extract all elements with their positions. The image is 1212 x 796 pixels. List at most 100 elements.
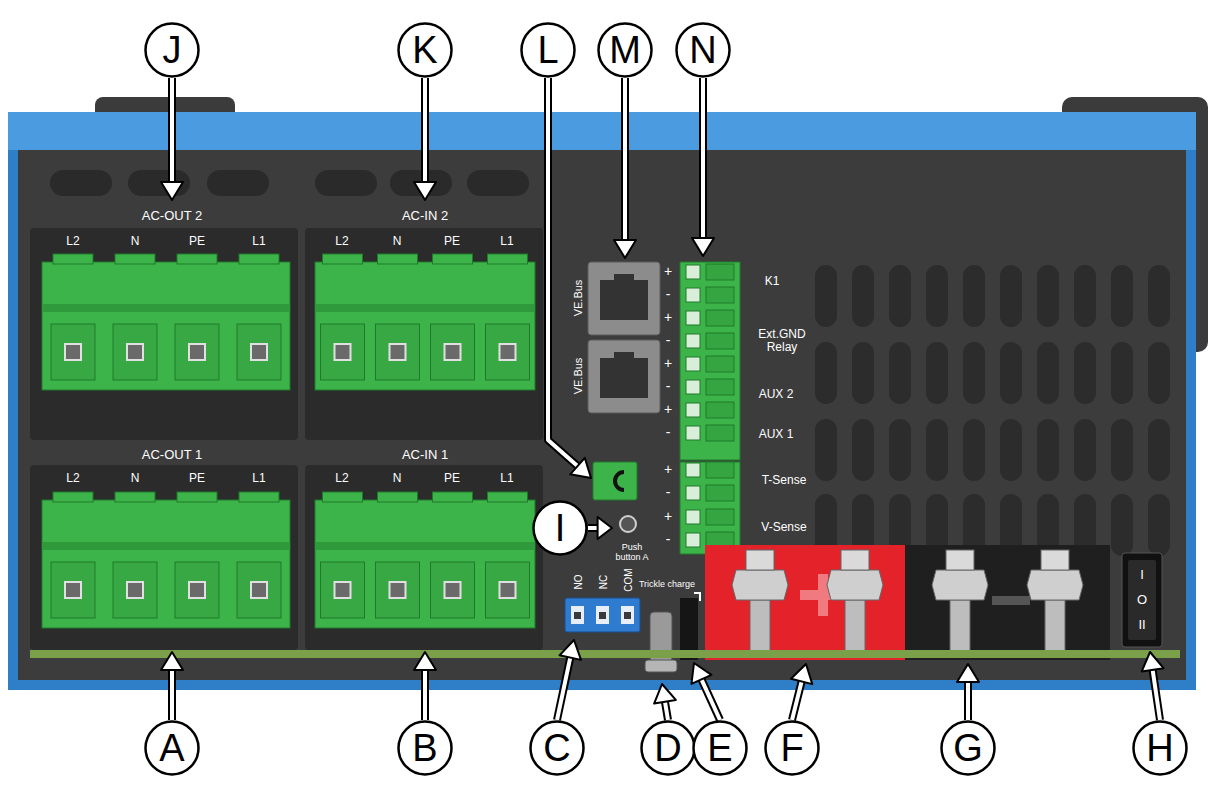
- strip-terminals: [686, 264, 734, 548]
- vent-slots: [50, 170, 529, 196]
- panel-label: +: [664, 402, 672, 417]
- panel-label: L2: [66, 472, 79, 485]
- dark-face: [18, 150, 1186, 680]
- signal-terminal-strip: [680, 462, 740, 554]
- panel-label: AUX 2: [759, 388, 794, 401]
- signal-terminal-strip: [680, 262, 740, 460]
- positive-plate: [705, 545, 905, 660]
- panel-label: I: [1140, 568, 1144, 582]
- callout-letter: H: [1132, 720, 1188, 776]
- terminal-housing: [305, 465, 543, 650]
- panel-label: +: [664, 310, 672, 325]
- battery-bolts: [732, 550, 1083, 655]
- panel-label: +: [664, 356, 672, 371]
- panel-label: PE: [189, 472, 205, 485]
- callout-letter: M: [597, 22, 653, 78]
- panel-label: L1: [500, 472, 513, 485]
- negative-plate: [905, 545, 1110, 660]
- callout-text: J: [144, 22, 200, 78]
- panel-label: N: [393, 235, 402, 248]
- panel-label: VE.Bus: [572, 280, 584, 317]
- panel-label: -: [666, 287, 671, 302]
- callout-text: B: [397, 720, 453, 776]
- housing-top-strip: [8, 112, 1196, 150]
- remote-jumper: [593, 462, 637, 500]
- panel-label: L1: [500, 235, 513, 248]
- panel-label: -: [666, 485, 671, 500]
- panel-label: N: [393, 472, 402, 485]
- callout-letter: D: [640, 720, 696, 776]
- panel-label: II: [1138, 618, 1145, 632]
- panel-label: AC-OUT 1: [142, 448, 202, 462]
- panel-label: L1: [252, 235, 265, 248]
- leader-arrows: [161, 78, 1164, 720]
- callout-letter: B: [397, 720, 453, 776]
- panel-label: +: [664, 264, 672, 279]
- panel-label: -: [666, 333, 671, 348]
- panel-label: +: [664, 509, 672, 524]
- callout-text: K: [397, 22, 453, 78]
- ac-terminal-blocks: [42, 254, 535, 628]
- callout-text: N: [675, 22, 731, 78]
- callout-letter: J: [144, 22, 200, 78]
- callout-letter: E: [692, 720, 748, 776]
- panel-label: AUX 1: [759, 428, 794, 441]
- panel-label: PE: [444, 235, 460, 248]
- relay-terminal: [565, 598, 640, 632]
- callout-letter: A: [144, 720, 200, 776]
- panel-label: NC: [598, 575, 609, 589]
- panel-label: -: [666, 379, 671, 394]
- panel-label: K1: [765, 275, 780, 288]
- panel-label: AC-IN 2: [402, 209, 448, 223]
- terminal-housing: [30, 228, 298, 440]
- panel-label: AC-OUT 2: [142, 209, 202, 223]
- callout-text: C: [529, 720, 585, 776]
- panel-label: L2: [335, 472, 348, 485]
- callout-text: F: [764, 720, 820, 776]
- panel-label: VE.Bus: [572, 358, 584, 395]
- panel-label: AC-IN 1: [402, 448, 448, 462]
- push-button: [620, 516, 636, 532]
- callout-letter: K: [397, 22, 453, 78]
- panel-label: Ext.GND Relay: [752, 328, 812, 354]
- panel-label: NO: [573, 575, 584, 590]
- switch-rocker: [1128, 560, 1156, 640]
- panel-label: V-Sense: [761, 521, 806, 534]
- callout-text: L: [520, 22, 576, 78]
- minus-symbol: [992, 596, 1030, 605]
- fuse-holder: [645, 612, 677, 672]
- panel-label: N: [131, 472, 140, 485]
- panel-label: Push button A: [610, 543, 654, 563]
- bottom-rail: [30, 650, 1180, 658]
- panel-label: O: [1137, 593, 1147, 607]
- callout-text: M: [597, 22, 653, 78]
- panel-label: N: [131, 235, 140, 248]
- vent-grid: [815, 265, 1170, 556]
- callout-letter: N: [675, 22, 731, 78]
- callout-text: I: [532, 500, 588, 556]
- callout-text: A: [144, 720, 200, 776]
- callout-text: E: [692, 720, 748, 776]
- terminal-housing: [305, 228, 543, 440]
- callout-text: H: [1132, 720, 1188, 776]
- panel-label: -: [666, 425, 671, 440]
- panel-label: PE: [189, 235, 205, 248]
- callout-letter: C: [529, 720, 585, 776]
- vebus-port: [588, 262, 660, 413]
- panel-label: Trickle charge: [639, 580, 695, 590]
- trickle-symbol: [694, 593, 700, 601]
- callout-letter: I: [532, 500, 588, 556]
- callout-letter: L: [520, 22, 576, 78]
- terminal-housing: [30, 465, 298, 650]
- panel-label: COM: [623, 568, 634, 591]
- power-switch: [1122, 553, 1162, 647]
- blue-housing: [8, 112, 1196, 690]
- callout-letter: F: [764, 720, 820, 776]
- panel-label: PE: [444, 472, 460, 485]
- callout-letter: G: [940, 720, 996, 776]
- panel-label: T-Sense: [762, 474, 807, 487]
- panel-label: L2: [66, 235, 79, 248]
- callout-text: G: [940, 720, 996, 776]
- callout-text: D: [640, 720, 696, 776]
- panel-label: -: [666, 532, 671, 547]
